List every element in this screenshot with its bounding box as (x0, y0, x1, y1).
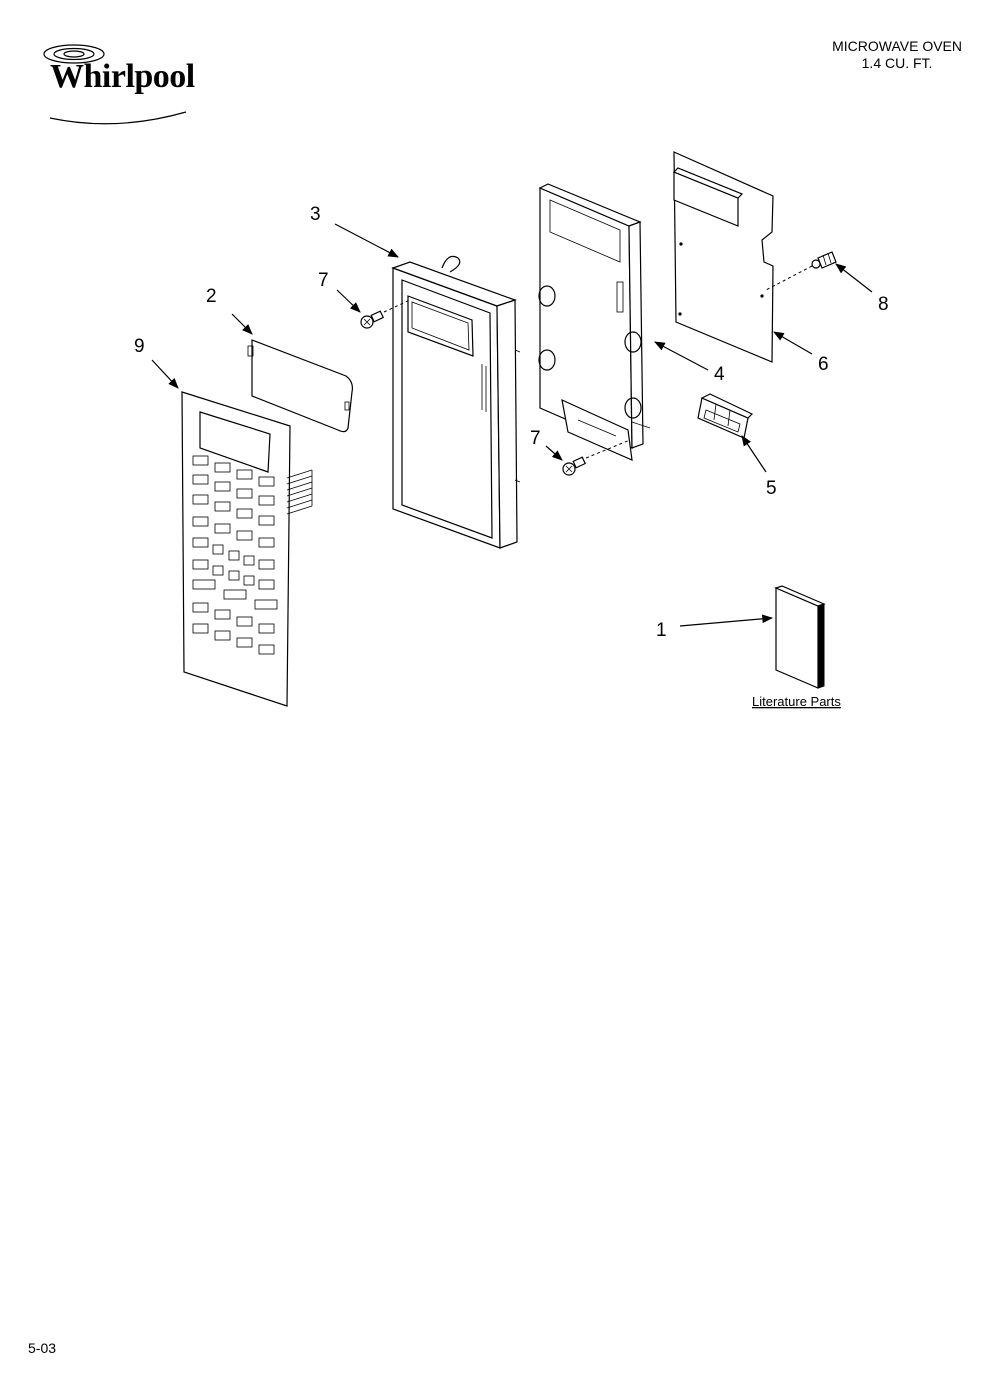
part-2-lens (247, 339, 353, 433)
callout-3: 3 (310, 204, 321, 225)
leader-3 (334, 223, 399, 258)
leader-7-lower (545, 445, 563, 461)
part-3-control-panel (391, 255, 521, 549)
callout-1: 1 (656, 620, 667, 641)
leader-5 (741, 435, 767, 473)
leader-9 (151, 359, 179, 389)
callout-6: 6 (818, 354, 829, 375)
leader-4 (654, 341, 709, 371)
callout-4: 4 (714, 364, 725, 385)
leader-1 (679, 614, 774, 627)
part-5-clip (697, 393, 754, 439)
leader-2 (231, 313, 253, 335)
part-4-bracket (538, 183, 651, 461)
exploded-parts-diagram: 3 2 9 7 7 4 6 8 5 1 Literature Parts (134, 151, 889, 709)
callout-5: 5 (766, 478, 777, 499)
leader-8 (835, 263, 873, 293)
model-header: MICROWAVE OVEN 1.4 CU. FT. (832, 38, 962, 72)
logo-text: Whirlpool (50, 58, 195, 95)
callout-7-upper: 7 (318, 270, 329, 291)
screw-7-upper-icon (360, 299, 411, 329)
logo-swirl-icon (43, 44, 187, 125)
part-9-keypad (181, 391, 313, 707)
screw-8-icon (765, 251, 837, 291)
date-code: 5-03 (28, 1340, 57, 1356)
part-6-control-board (672, 151, 774, 363)
callout-7-lower: 7 (530, 428, 541, 449)
leader-6 (773, 331, 813, 355)
callout-2: 2 (206, 286, 217, 307)
screw-7-lower-icon (562, 439, 631, 476)
literature-parts-label: Literature Parts (752, 694, 841, 709)
callout-8: 8 (878, 294, 889, 315)
callout-9: 9 (134, 336, 145, 357)
part-1-literature (774, 585, 826, 689)
leader-7-upper (336, 289, 361, 313)
product-name: MICROWAVE OVEN (832, 38, 962, 54)
product-capacity: 1.4 CU. FT. (861, 55, 933, 71)
whirlpool-logo: Whirlpool (36, 40, 206, 132)
